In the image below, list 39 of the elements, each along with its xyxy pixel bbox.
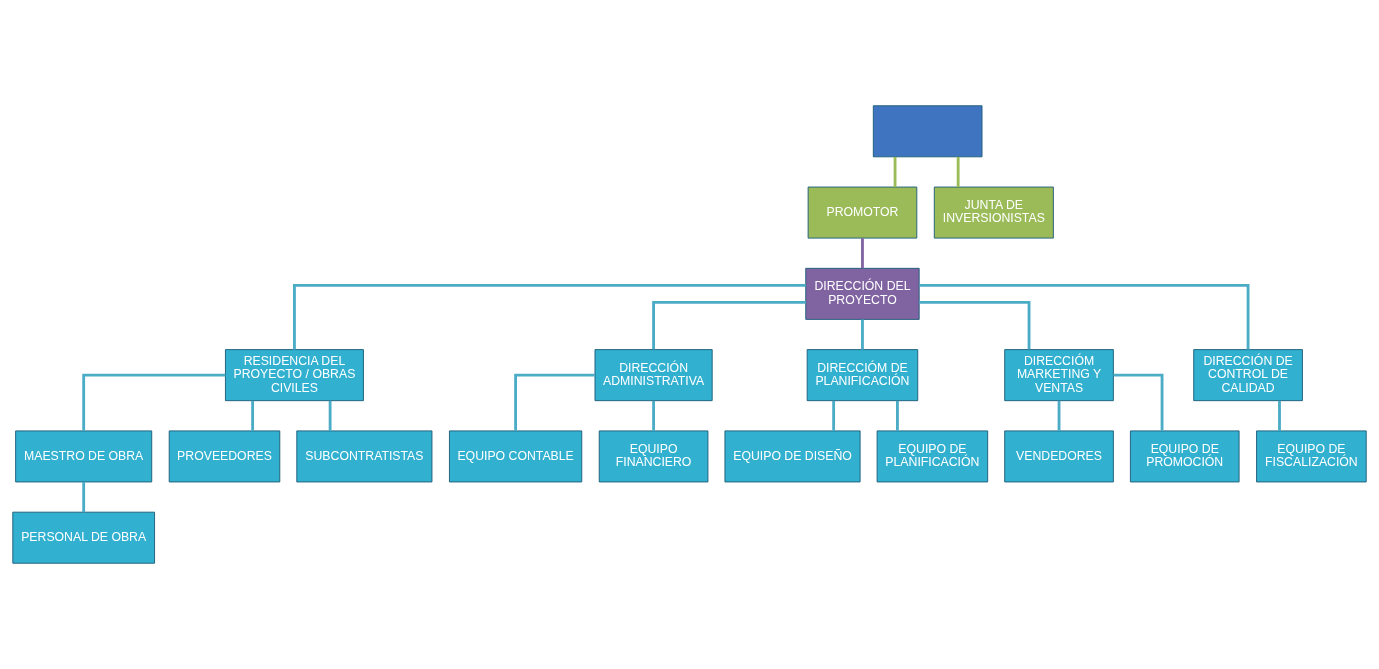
connector <box>82 373 226 431</box>
node-box: DIRECCIÓM MARKETING Y VENTAS <box>1004 349 1114 402</box>
node-box: SUBCONTRATISTAS <box>296 430 433 483</box>
node-box: DIRECCIÓN DEL PROYECTO <box>805 267 920 320</box>
connector <box>328 400 332 431</box>
node-box: MAESTRO DE OBRA <box>15 430 153 483</box>
connector <box>251 400 255 431</box>
node-box <box>872 105 983 158</box>
connector <box>861 238 864 269</box>
node-box: EQUIPO DE FISCALIZACIÓN <box>1256 430 1367 483</box>
node-box: PROMOTOR <box>807 186 918 239</box>
connector <box>652 300 806 350</box>
connector <box>832 400 836 431</box>
connector <box>652 400 655 431</box>
connector <box>1278 400 1281 431</box>
connector <box>956 157 960 188</box>
connector <box>861 319 864 350</box>
node-box: PROVEEDORES <box>168 430 281 483</box>
node-box: RESIDENCIA DEL PROYECTO / OBRAS CIVILES <box>224 349 364 402</box>
node-box: EQUIPO DE DISEÑO <box>724 430 861 483</box>
connector <box>896 400 899 431</box>
node-box: JUNTA DE INVERSIONISTAS <box>933 186 1054 239</box>
node-box: DIRECCIÓN DE CONTROL DE CALIDAD <box>1193 349 1303 402</box>
connector <box>293 283 806 350</box>
node-box: EQUIPO FINANCIERO <box>598 430 709 483</box>
node-box: EQUIPO CONTABLE <box>448 430 583 483</box>
node-box: PERSONAL DE OBRA <box>12 511 156 564</box>
node-box: EQUIPO DE PLANIFICACIÓN <box>876 430 989 483</box>
node-box: EQUIPO DE PROMOCIÓN <box>1129 430 1240 483</box>
connector <box>919 300 1031 350</box>
node-box: DIRECCIÓM DE PLANIFICACIÓN <box>806 349 919 402</box>
connector <box>919 283 1250 350</box>
connector <box>82 482 86 513</box>
connector <box>1113 373 1164 431</box>
node-box: DIRECCIÓN ADMINISTRATIVA <box>594 349 713 402</box>
connector <box>893 157 897 188</box>
connector <box>1057 400 1061 431</box>
connector <box>514 373 595 431</box>
node-box: VENDEDORES <box>1004 430 1114 483</box>
